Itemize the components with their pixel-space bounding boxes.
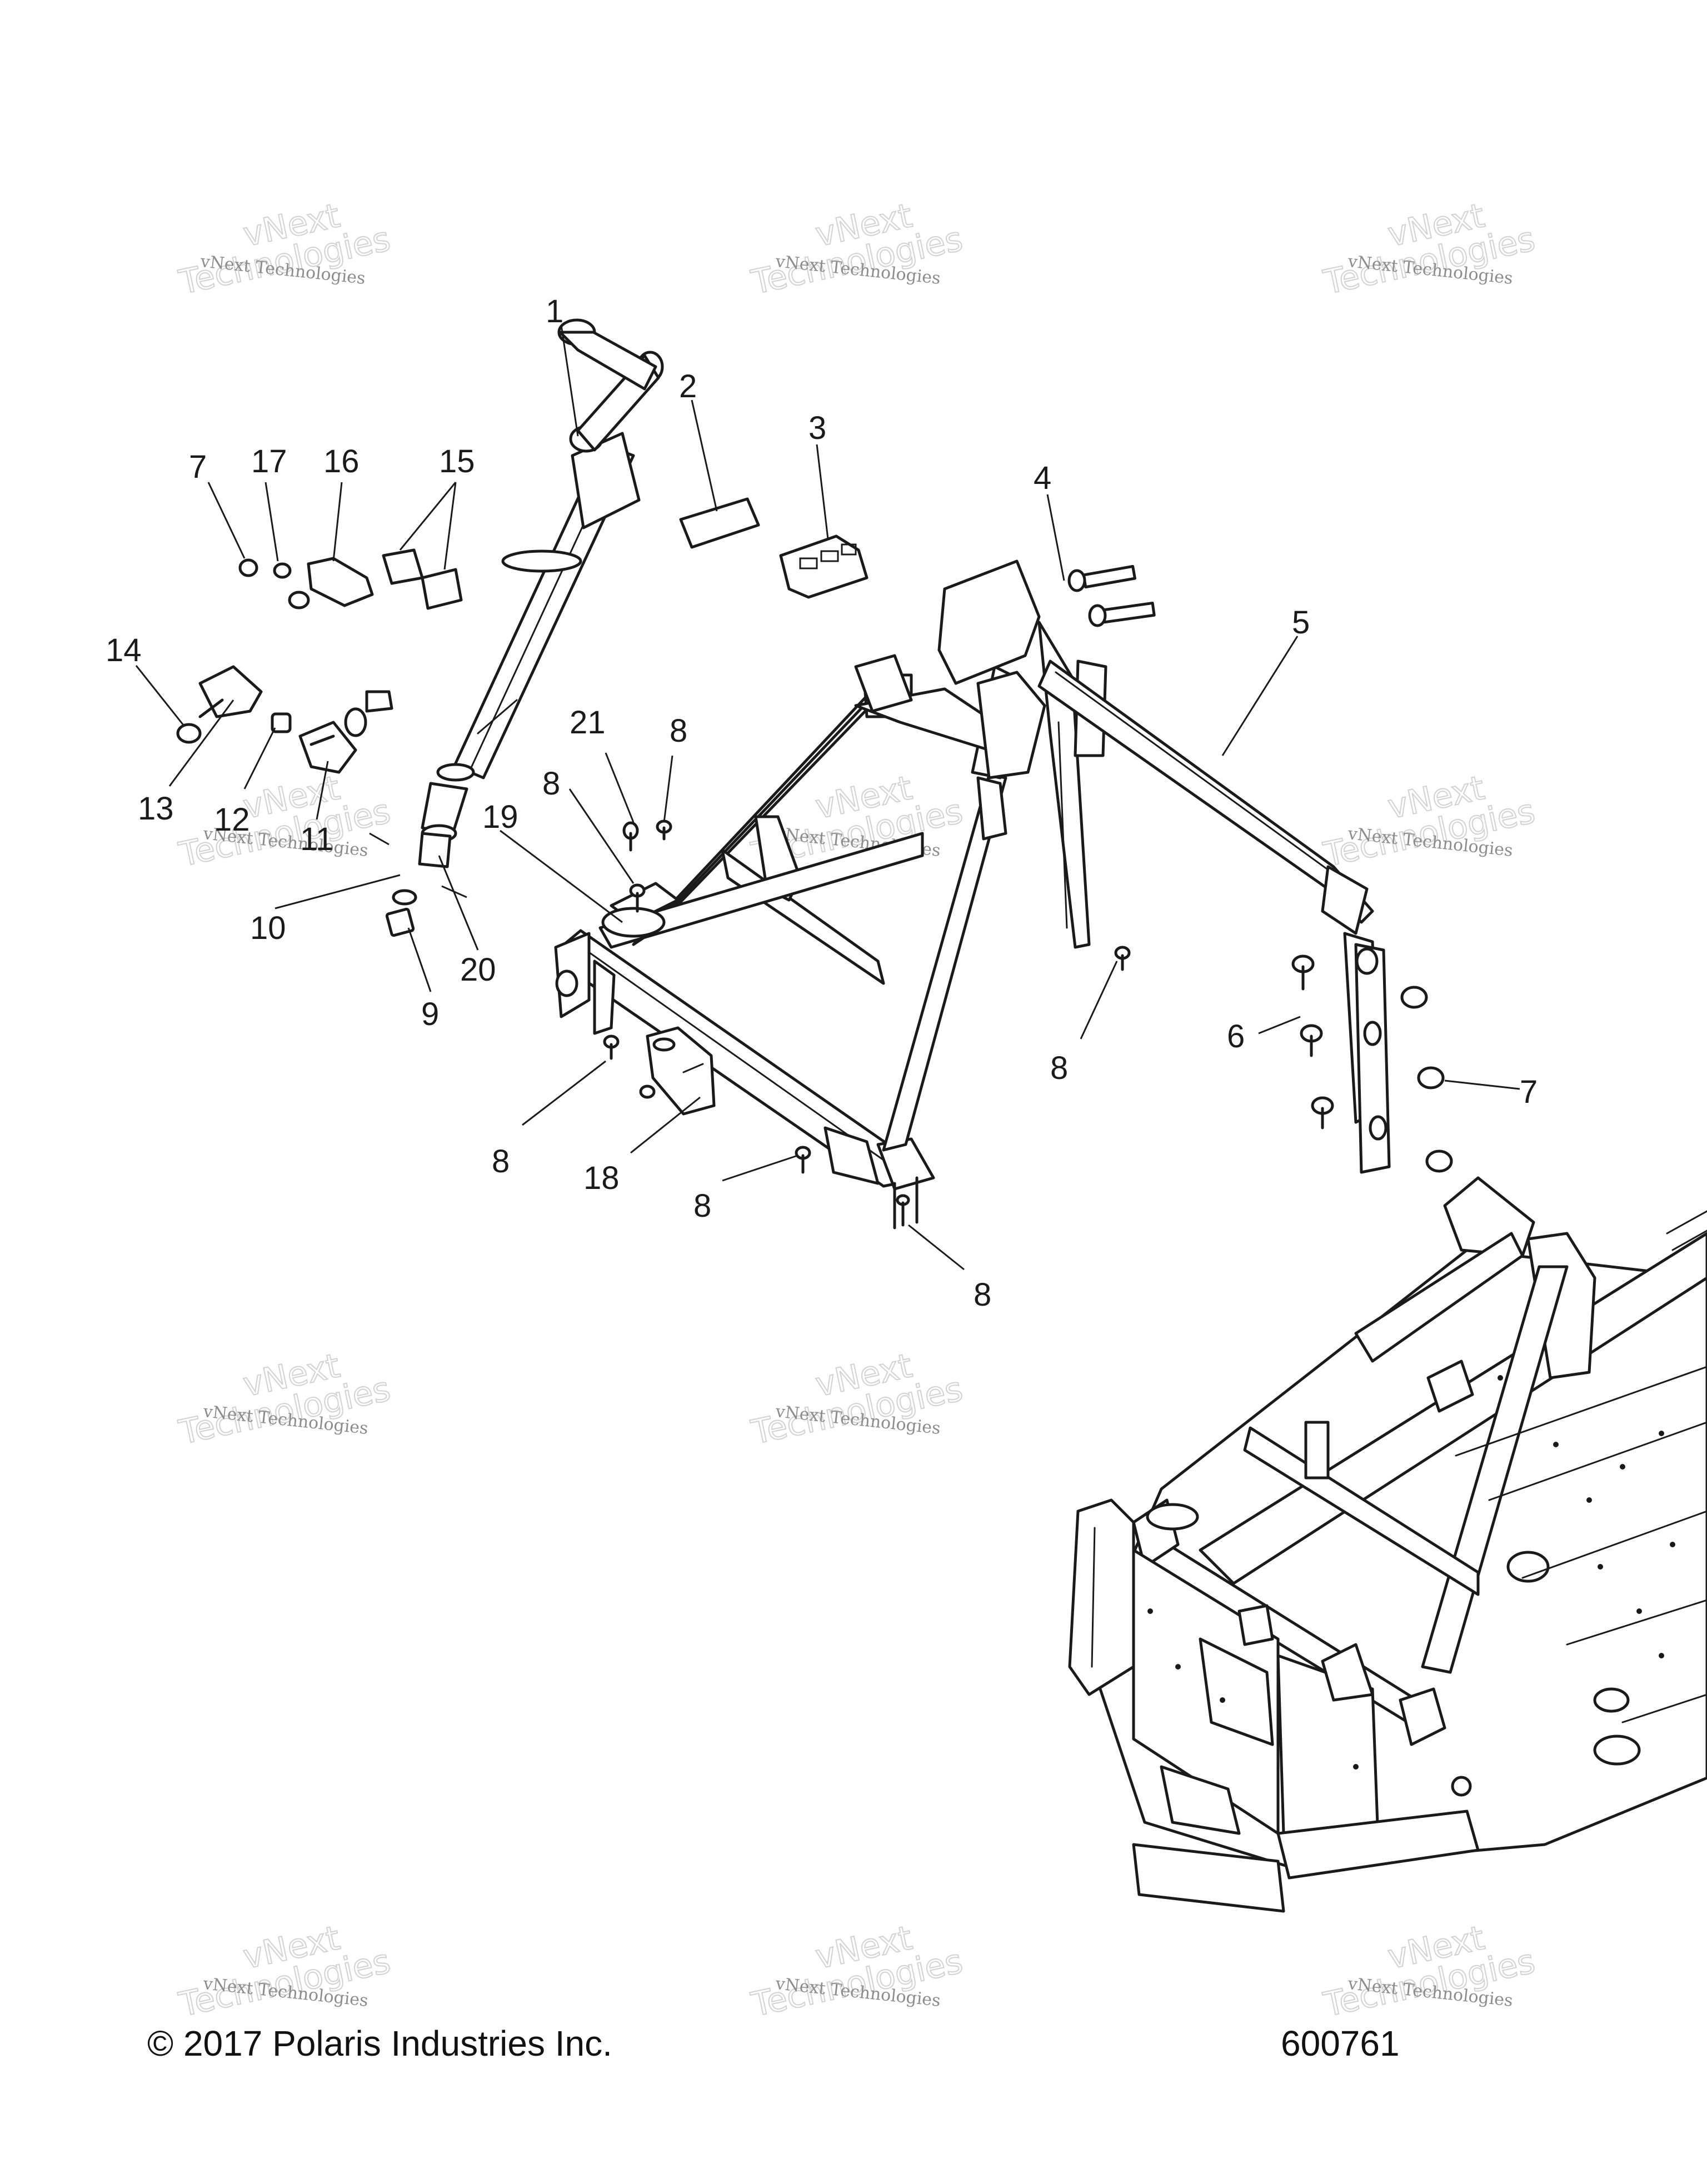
callout-6: 6: [1227, 1018, 1245, 1054]
callout-12: 12: [214, 802, 250, 838]
roll-cage-frame: [554, 559, 1391, 1230]
callout-7-left: 7: [189, 449, 207, 485]
vehicle-frame-assembly: [1068, 1176, 1707, 1913]
plate: [679, 497, 760, 549]
callout-18: 18: [583, 1160, 620, 1196]
callout-7-right: 7: [1520, 1074, 1538, 1110]
steering-column: [418, 318, 664, 868]
callout-13: 13: [138, 791, 174, 827]
callout-10: 10: [250, 910, 286, 946]
callout-8-e: 8: [693, 1188, 711, 1224]
callout-3: 3: [808, 410, 826, 446]
callout-16: 16: [323, 443, 360, 479]
callout-8-f: 8: [974, 1277, 991, 1313]
callout-4: 4: [1034, 460, 1051, 496]
copyright-text: © 2017 Polaris Industries Inc.: [147, 2023, 612, 2063]
callout-17: 17: [251, 443, 287, 479]
callout-1: 1: [546, 293, 563, 329]
callout-8-d: 8: [492, 1143, 510, 1180]
callout-21: 21: [570, 704, 606, 741]
callout-14: 14: [106, 632, 142, 668]
callouts: 1 2 3 4 5 6 7 7 8 8 8 8 8 8 8 9 10 11 12…: [106, 293, 1538, 1313]
callout-8-b: 8: [542, 766, 560, 802]
callout-20: 20: [460, 952, 496, 988]
callout-15: 15: [439, 443, 475, 479]
fasteners-right: [1291, 954, 1453, 1173]
callout-11: 11: [300, 821, 333, 857]
callout-8-c: 8: [1050, 1050, 1068, 1086]
fasteners-center: [603, 819, 1131, 1227]
callout-19: 19: [482, 799, 518, 835]
connector-block: [779, 534, 869, 599]
callout-9: 9: [421, 996, 439, 1032]
tie-rod-components: [176, 665, 417, 937]
callout-5: 5: [1292, 604, 1310, 641]
callout-2: 2: [679, 368, 697, 404]
hardware-cluster: [238, 548, 463, 610]
figure-id: 600761: [1281, 2023, 1400, 2063]
callout-8-a: 8: [670, 713, 687, 749]
mounting-bracket: [646, 1026, 716, 1116]
leader-lines: [135, 324, 1520, 1271]
bolts: [1067, 564, 1156, 627]
